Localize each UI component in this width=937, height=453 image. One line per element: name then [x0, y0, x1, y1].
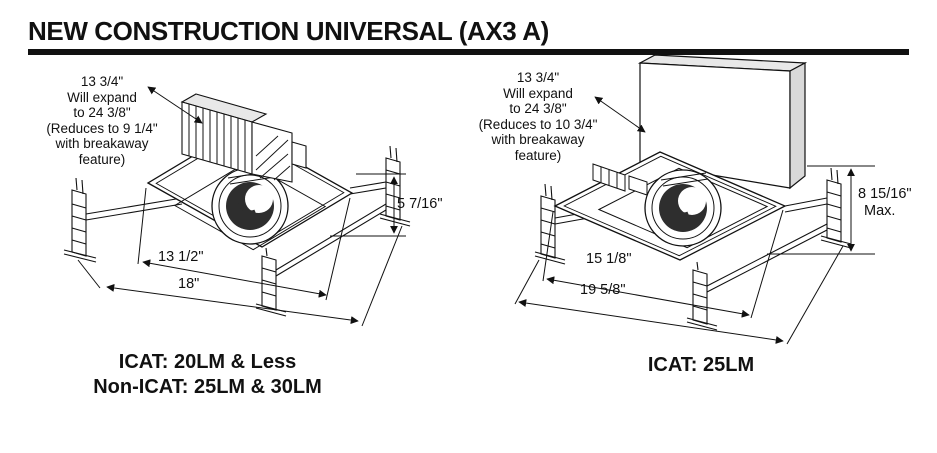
left-height-dim-label: 5 7/16" [397, 196, 443, 212]
right-overall-width-dim-label: 19 5/8" [580, 282, 626, 298]
right-bracket-right [826, 179, 842, 243]
right-dimension-lines [514, 96, 875, 345]
note-line: feature) [514, 147, 562, 163]
left-overall-width-dim-label: 18" [178, 276, 200, 292]
left-expand-arrow [147, 86, 203, 124]
right-overall-width-arrow [518, 299, 784, 344]
note-line: (Reduces to 10 3/4" [478, 116, 598, 132]
note-line: Will expand [503, 85, 573, 101]
caption-line: ICAT: 25LM [647, 354, 755, 376]
caption-line: Non-ICAT: 25LM & 30LM [93, 376, 322, 398]
right-aperture [644, 169, 722, 247]
note-line: feature) [78, 151, 126, 167]
right-pan-hardware [592, 163, 648, 196]
right-height-max-label: Max. [864, 203, 896, 219]
left-pan-width-arrow [142, 259, 327, 298]
note-line: Will expand [67, 89, 137, 105]
note-line: 13 3/4" [516, 70, 560, 85]
note-line: with breakaway [491, 132, 585, 147]
note-line: to 24 3/8" [73, 105, 131, 120]
left-pan-width-dim-label: 13 1/2" [158, 249, 204, 265]
page-title: NEW CONSTRUCTION UNIVERSAL (AX3 A) [28, 16, 549, 46]
left-overall-width-arrow [106, 284, 359, 324]
left-dimension-lines [77, 86, 406, 327]
right-fixture-drawing [514, 54, 875, 345]
right-expand-arrow [594, 96, 646, 133]
right-pan-width-arrow [546, 276, 750, 318]
left-caption: ICAT: 20LM & Less Non-ICAT: 25LM & 30LM [55, 350, 360, 400]
right-height-dim-label: 8 15/16" [858, 186, 912, 202]
title-rule [28, 49, 909, 55]
note-line: (Reduces to 9 1/4" [46, 120, 158, 136]
left-junction-box [180, 93, 307, 183]
left-expand-note: 13 3/4" Will expand to 24 3/8" (Reduces … [27, 74, 177, 167]
right-expand-note: 13 3/4" Will expand to 24 3/8" (Reduces … [463, 70, 613, 163]
note-line: to 24 3/8" [509, 101, 567, 116]
left-aperture [211, 167, 289, 245]
note-line: with breakaway [55, 136, 149, 151]
right-pan-width-dim-label: 15 1/8" [586, 251, 632, 267]
caption-line: ICAT: 20LM & Less [118, 351, 297, 373]
note-line: 13 3/4" [80, 74, 124, 89]
right-caption: ICAT: 25LM [560, 353, 842, 378]
right-housing-box [637, 54, 808, 190]
left-bracket-left [71, 189, 87, 257]
left-fixture-drawing [63, 86, 411, 327]
